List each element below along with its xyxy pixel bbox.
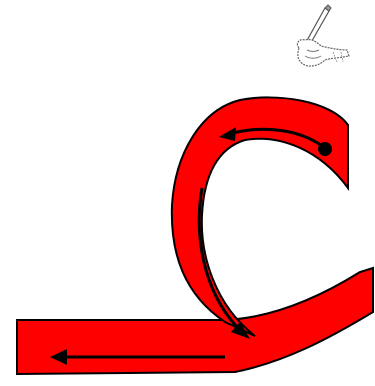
pencil-hand-icon [285,4,355,74]
